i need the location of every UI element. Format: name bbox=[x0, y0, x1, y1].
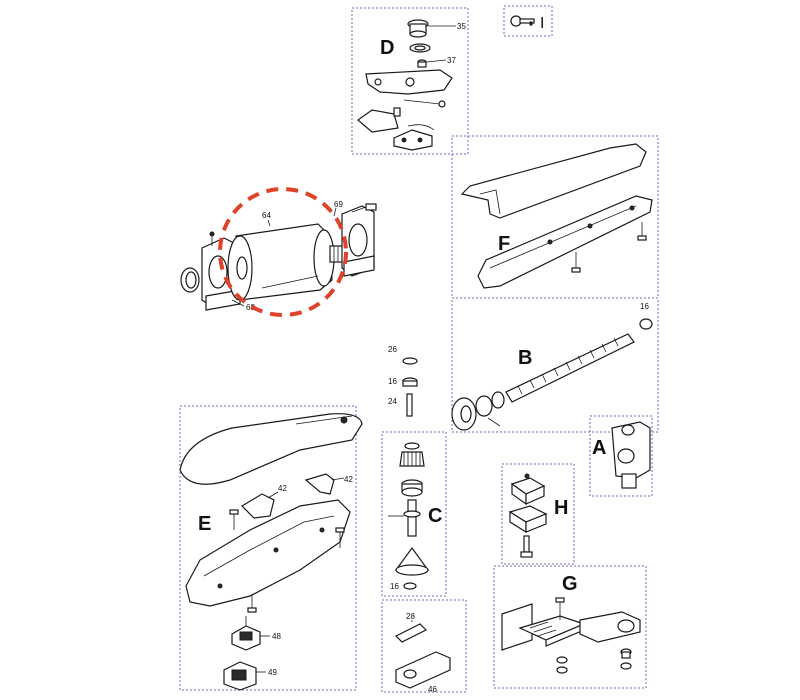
part-number-37: 37 bbox=[447, 56, 456, 65]
part-number-28: 28 bbox=[406, 612, 415, 621]
arm-plate bbox=[579, 611, 641, 643]
part-number-64: 64 bbox=[262, 211, 271, 220]
group-f: F bbox=[451, 135, 659, 299]
group-h: H bbox=[501, 463, 575, 565]
bevel-gear bbox=[394, 546, 430, 576]
motor-highlight-circle bbox=[218, 187, 348, 317]
key-label: I bbox=[540, 15, 544, 32]
clamp-block-bottom bbox=[508, 505, 548, 534]
group-b-label: B bbox=[518, 347, 532, 369]
rail-screws bbox=[571, 222, 647, 273]
capacitor-48 bbox=[231, 616, 261, 651]
key-icon bbox=[510, 15, 535, 27]
part-number-48: 48 bbox=[272, 632, 281, 641]
group-b: B 16 bbox=[451, 297, 659, 433]
solenoid-49 bbox=[223, 661, 257, 691]
fork-bracket bbox=[611, 421, 651, 489]
clamp-bolt bbox=[520, 535, 533, 558]
group-d-box bbox=[351, 7, 469, 155]
group-d: D 35 37 bbox=[351, 7, 469, 155]
bracket-nuts bbox=[556, 656, 568, 674]
part-number-16-b: 16 bbox=[640, 302, 649, 311]
group-e-box bbox=[179, 405, 357, 691]
part-number-16-c: 16 bbox=[390, 582, 399, 591]
cap-nut-35 bbox=[407, 19, 429, 38]
part-number-49: 49 bbox=[268, 668, 277, 677]
pin-parts: 26 16 24 bbox=[388, 345, 418, 417]
wall-bracket bbox=[501, 603, 586, 651]
screw-69 bbox=[351, 203, 377, 213]
group-e: E 42 42 bbox=[179, 405, 363, 691]
shaft bbox=[388, 499, 421, 537]
group-g: G bbox=[493, 565, 647, 689]
pin-24 bbox=[406, 393, 413, 417]
motor-64 bbox=[227, 223, 335, 301]
release-lever bbox=[365, 69, 453, 108]
group-a: A bbox=[589, 415, 653, 497]
part-number-16-pin: 16 bbox=[388, 377, 397, 386]
washer-ring bbox=[409, 43, 431, 53]
bracket-bolt bbox=[555, 597, 565, 620]
washer-16-c bbox=[403, 582, 417, 590]
housing-cover bbox=[179, 413, 363, 485]
group-a-label: A bbox=[592, 437, 606, 459]
base-rail bbox=[477, 195, 653, 289]
group-h-label: H bbox=[554, 497, 568, 519]
group-b-box bbox=[451, 297, 659, 433]
release-handle-box bbox=[381, 599, 467, 693]
drive-gear bbox=[451, 391, 505, 431]
pin-28 bbox=[394, 623, 428, 643]
part-number-35: 35 bbox=[457, 22, 466, 31]
right-flange-bracket bbox=[341, 205, 375, 277]
housing-screws bbox=[229, 509, 345, 613]
small-nut-37 bbox=[417, 59, 427, 68]
group-e-label: E bbox=[198, 513, 211, 535]
release-handle-group: 28 46 bbox=[381, 599, 467, 694]
group-a-box bbox=[589, 415, 653, 497]
part-number-42-a: 42 bbox=[344, 475, 353, 484]
worm-screw bbox=[505, 333, 635, 403]
group-d-label: D bbox=[380, 37, 394, 59]
cover-top bbox=[460, 143, 647, 219]
o-ring-26 bbox=[402, 357, 418, 365]
gear-ring bbox=[401, 479, 423, 497]
lock-cylinder bbox=[393, 124, 435, 151]
clip-42-a bbox=[304, 473, 345, 495]
bushing-16 bbox=[639, 318, 653, 330]
part-number-24: 24 bbox=[388, 397, 397, 406]
arm-nut bbox=[620, 648, 632, 670]
housing-base bbox=[185, 499, 351, 607]
clip-42-b bbox=[241, 491, 279, 519]
group-g-box bbox=[493, 565, 647, 689]
clamp-block-top bbox=[510, 473, 546, 506]
part-number-46: 46 bbox=[428, 685, 437, 694]
group-f-label: F bbox=[498, 233, 510, 255]
gear-top bbox=[399, 442, 425, 467]
key-box bbox=[503, 5, 553, 37]
part-number-69: 69 bbox=[334, 200, 343, 209]
group-c: C 16 bbox=[381, 431, 447, 597]
group-h-box bbox=[501, 463, 575, 565]
seal-ring bbox=[180, 267, 200, 293]
part-number-26: 26 bbox=[388, 345, 397, 354]
part-number-42-b: 42 bbox=[278, 484, 287, 493]
group-g-label: G bbox=[562, 573, 578, 595]
group-c-box bbox=[381, 431, 447, 597]
handle-46 bbox=[395, 651, 451, 689]
key-group: I bbox=[503, 5, 553, 37]
motor-assembly: 64 69 68 bbox=[180, 187, 377, 317]
lever-cover bbox=[357, 107, 401, 133]
group-c-label: C bbox=[428, 505, 442, 527]
